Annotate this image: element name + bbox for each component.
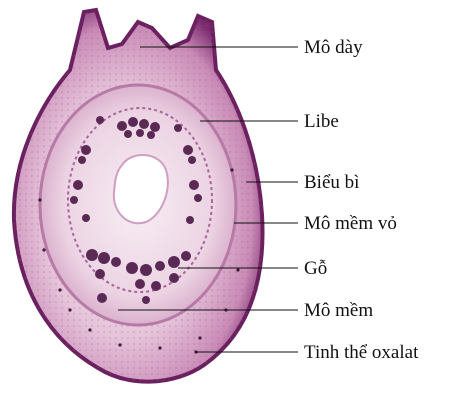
label-mo-mem: Mô mềm xyxy=(304,300,373,321)
specimen xyxy=(14,10,263,382)
labels: Mô dày Libe Biểu bì Mô mềm vỏ Gỗ Mô mềm … xyxy=(304,37,419,363)
label-go: Gỗ xyxy=(304,258,327,279)
label-mo-day: Mô dày xyxy=(304,37,363,58)
label-bieu-bi: Biểu bì xyxy=(304,172,359,193)
label-mo-mem-vo: Mô mềm vỏ xyxy=(304,213,397,234)
label-tinh-the-oxalat: Tinh thể oxalat xyxy=(304,342,419,363)
label-libe: Libe xyxy=(304,111,339,132)
